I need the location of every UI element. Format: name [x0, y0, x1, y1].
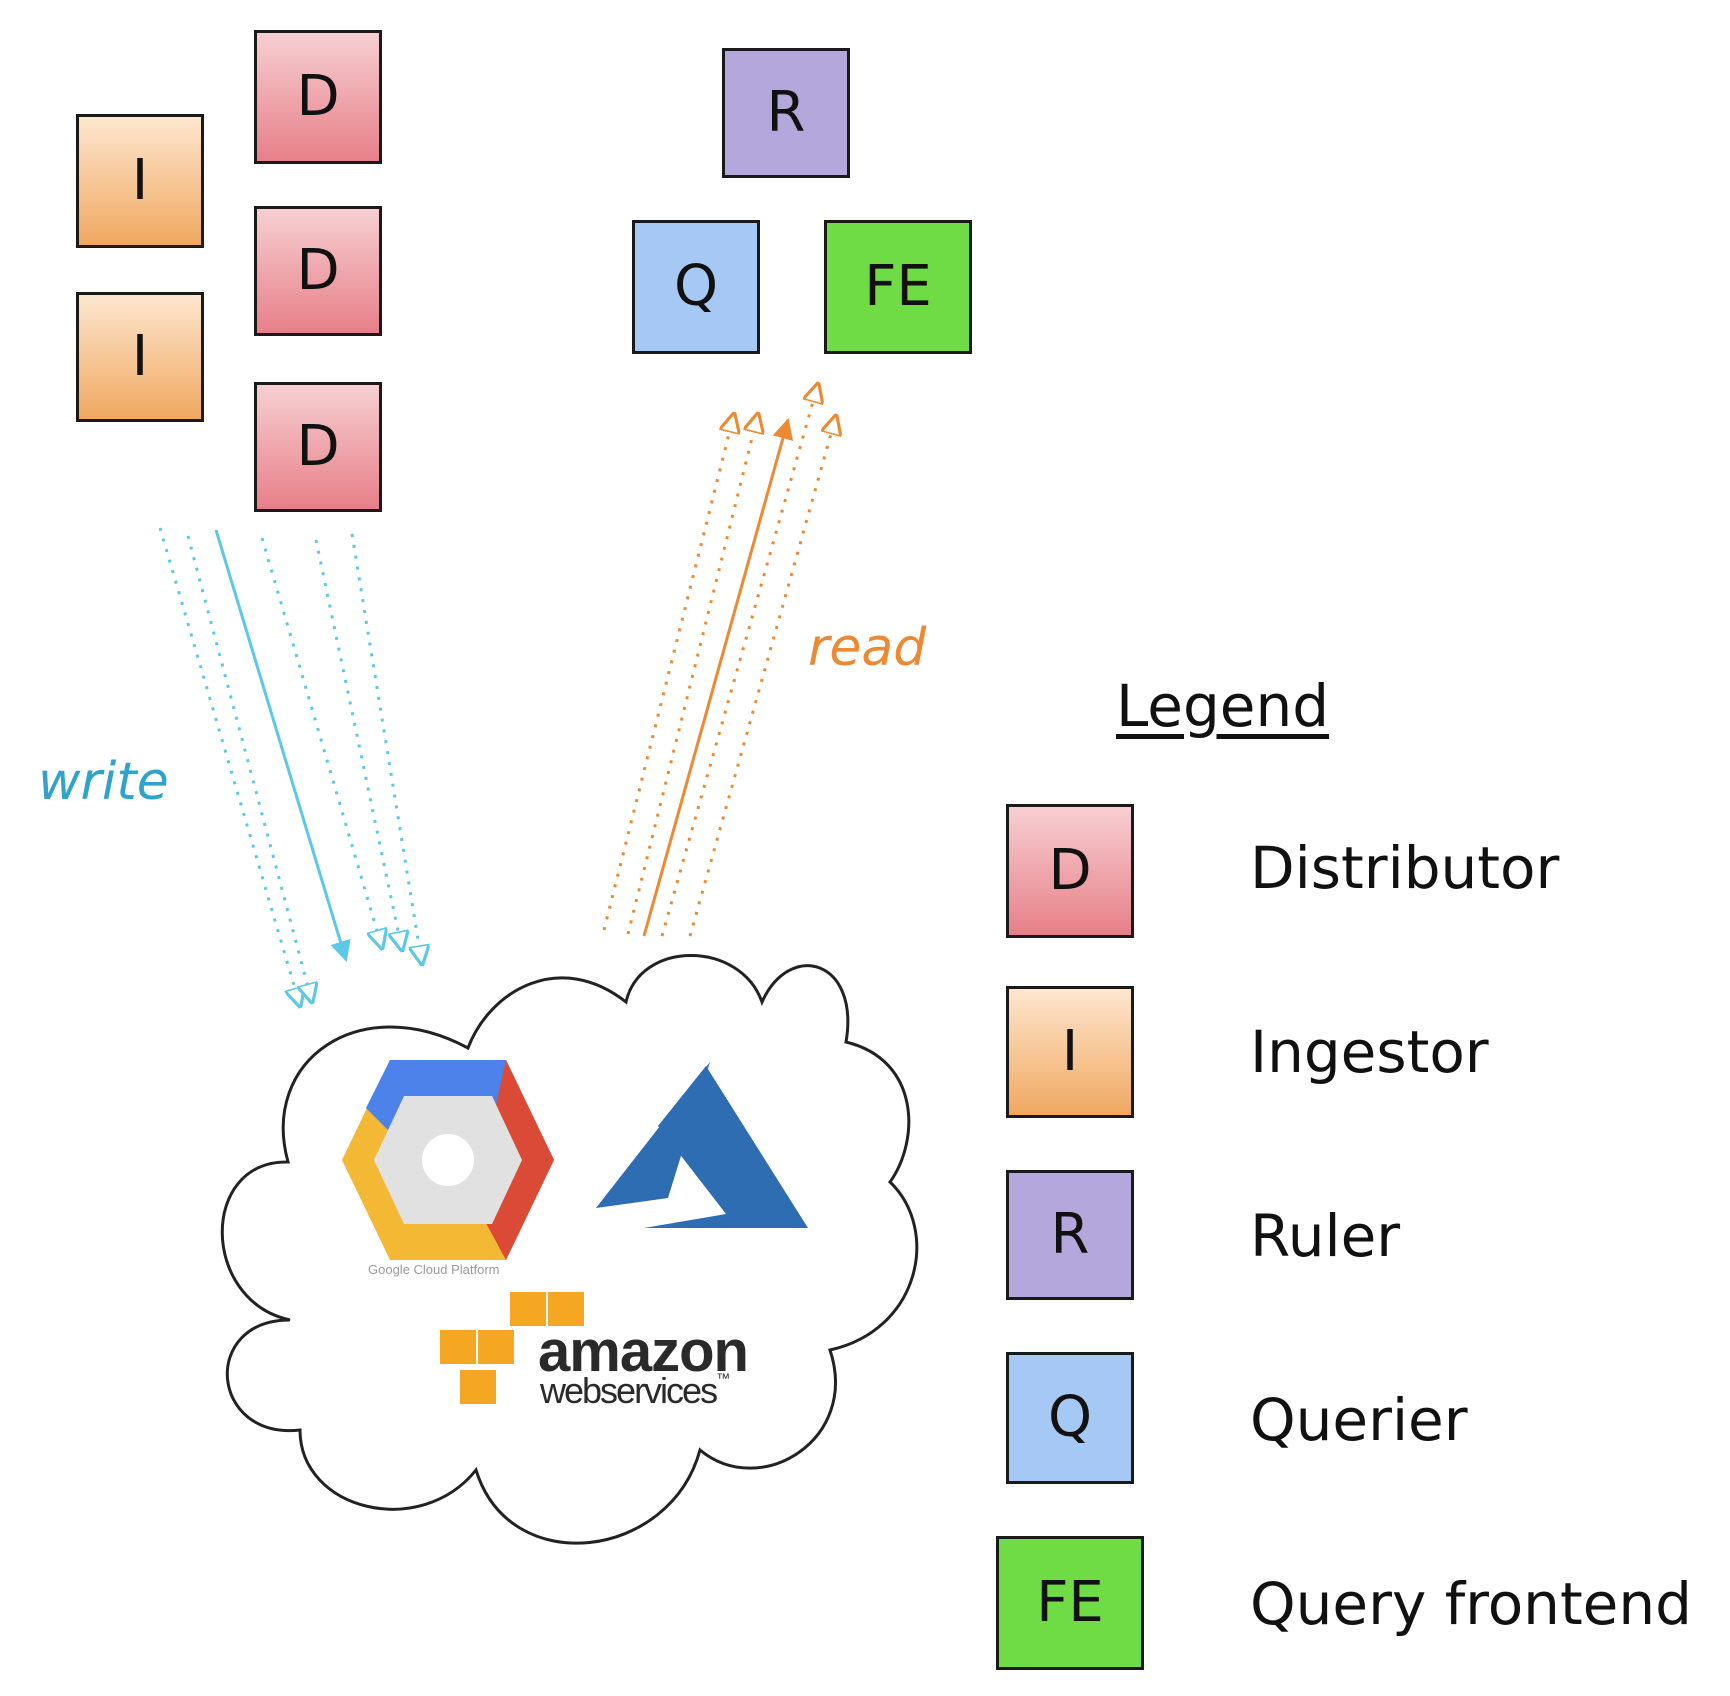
write-arrow-dotted — [186, 535, 312, 1002]
legend-swatch-label: R — [1050, 1202, 1090, 1267]
legend-swatch-ruler: R — [1006, 1170, 1134, 1300]
querier-node: Q — [632, 220, 760, 354]
legend-swatch-label: I — [1061, 1019, 1079, 1084]
read-arrow-dotted — [602, 414, 734, 931]
legend-label-ingestor: Ingestor — [1250, 1018, 1489, 1086]
ingestor-node: I — [76, 292, 204, 422]
write-arrow-dotted — [350, 533, 422, 964]
write-arrows — [158, 527, 422, 1006]
ruler-node-label: R — [766, 80, 806, 145]
aws-subtitle: webservices™ — [540, 1370, 730, 1412]
read-arrow-solid — [642, 417, 794, 937]
legend-label-querier: Querier — [1250, 1386, 1468, 1454]
legend-label-distributor: Distributor — [1250, 834, 1560, 902]
legend-swatch-label: D — [1048, 838, 1092, 903]
legend-swatch-label: FE — [1036, 1570, 1104, 1635]
aws-wordmark: amazon — [538, 1319, 749, 1384]
legend-swatch-querier: Q — [1006, 1352, 1134, 1484]
ruler-node: R — [722, 48, 850, 178]
gcp-caption: Google Cloud Platform — [368, 1262, 500, 1277]
legend-swatch-query-frontend: FE — [996, 1536, 1144, 1670]
aws-trademark: ™ — [716, 1370, 730, 1386]
query-frontend-node: FE — [824, 220, 972, 354]
legend-label-query-frontend: Query frontend — [1250, 1570, 1692, 1638]
azure-logo-icon — [596, 1062, 808, 1228]
ingestor-node: I — [76, 114, 204, 248]
write-flow-label: write — [38, 752, 169, 812]
legend-title: Legend — [1116, 672, 1330, 740]
distributor-node-label: D — [296, 414, 340, 479]
gcp-logo-icon — [342, 1060, 554, 1260]
read-arrow-dotted — [660, 384, 818, 937]
distributor-node: D — [254, 206, 382, 336]
legend-swatch-distributor: D — [1006, 804, 1134, 938]
querier-node-label: Q — [673, 254, 719, 319]
distributor-node-label: D — [296, 64, 340, 129]
legend-swatch-ingestor: I — [1006, 986, 1134, 1118]
ingestor-node-label: I — [131, 148, 149, 213]
cloud-shape — [220, 954, 919, 1545]
distributor-node: D — [254, 30, 382, 164]
query-frontend-node-label: FE — [864, 254, 932, 319]
ingestor-node-label: I — [131, 324, 149, 389]
legend-swatch-label: Q — [1047, 1385, 1093, 1450]
distributor-node: D — [254, 382, 382, 512]
aws-logo-icon — [440, 1292, 584, 1404]
write-arrow-solid — [214, 529, 351, 963]
read-arrow-dotted — [626, 414, 758, 935]
write-arrow-dotted — [314, 539, 402, 950]
read-arrow-dotted — [688, 416, 836, 937]
read-flow-label: read — [808, 618, 927, 678]
aws-subtitle-text: webservices — [540, 1370, 718, 1411]
legend-label-ruler: Ruler — [1250, 1202, 1401, 1270]
write-arrow-dotted — [158, 527, 300, 1006]
distributor-node-label: D — [296, 238, 340, 303]
read-arrows — [602, 384, 836, 937]
